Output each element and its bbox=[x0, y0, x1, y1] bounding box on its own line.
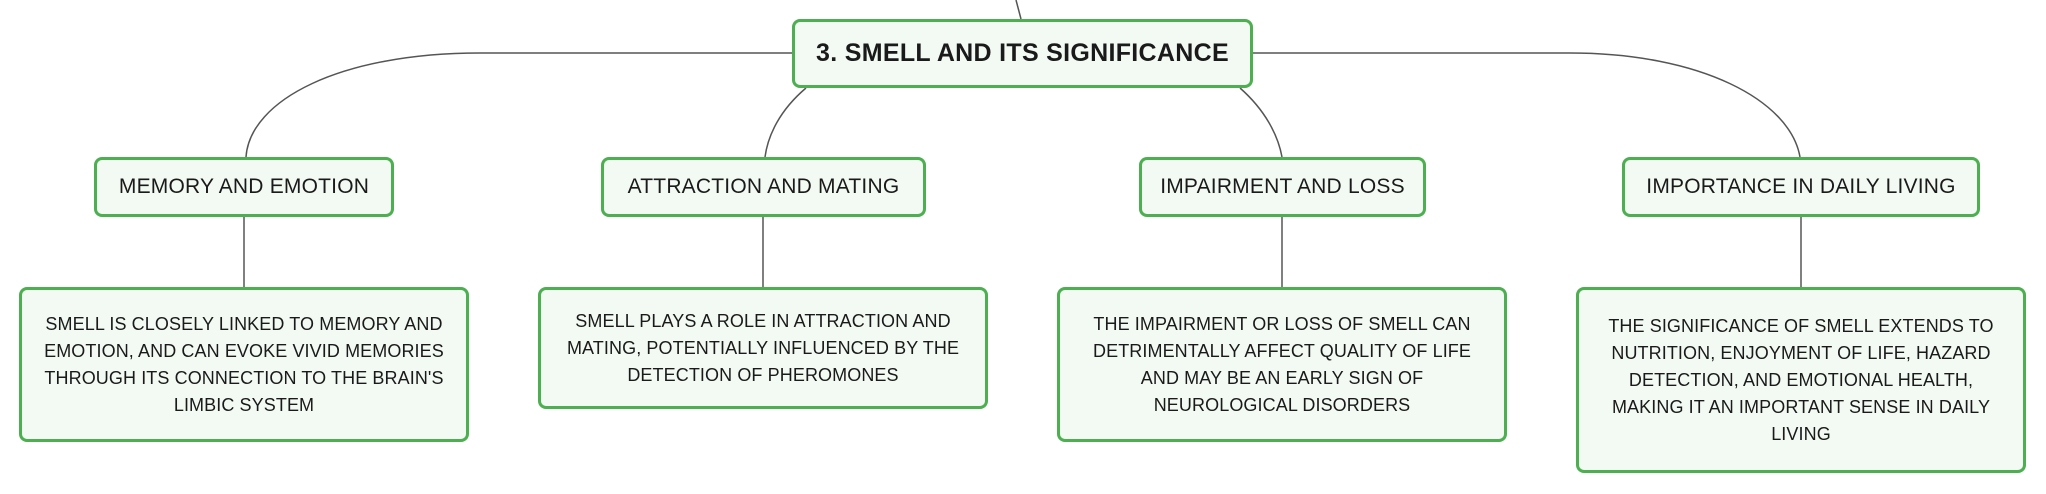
branch-node-label: MEMORY AND EMOTION bbox=[118, 175, 370, 198]
connector-root-to-memory bbox=[245, 52, 792, 158]
detail-node-text: THE IMPAIRMENT OR LOSS OF SMELL CAN DETR… bbox=[1092, 313, 1471, 415]
branch-node-label: ATTRACTION AND MATING bbox=[627, 175, 900, 198]
branch-node-label: IMPAIRMENT AND LOSS bbox=[1160, 175, 1405, 198]
detail-node-attraction-mating[interactable]: SMELL PLAYS A ROLE IN ATTRACTION AND MAT… bbox=[538, 287, 988, 409]
detail-node-daily-living[interactable]: THE SIGNIFICANCE OF SMELL EXTENDS TO NUT… bbox=[1576, 287, 2026, 473]
detail-node-memory-emotion[interactable]: SMELL IS CLOSELY LINKED TO MEMORY AND EM… bbox=[19, 287, 469, 442]
branch-node-daily-living[interactable]: IMPORTANCE IN DAILY LIVING bbox=[1622, 157, 1980, 217]
connector-root-to-attraction bbox=[764, 87, 807, 158]
detail-node-text: SMELL PLAYS A ROLE IN ATTRACTION AND MAT… bbox=[566, 310, 960, 385]
detail-node-text: THE SIGNIFICANCE OF SMELL EXTENDS TO NUT… bbox=[1608, 315, 1994, 444]
connector-root-to-impairment bbox=[1239, 87, 1283, 158]
parent-connector bbox=[1015, 0, 1022, 20]
branch-node-attraction-mating[interactable]: ATTRACTION AND MATING bbox=[601, 157, 926, 217]
branch-node-impairment-loss[interactable]: IMPAIRMENT AND LOSS bbox=[1139, 157, 1426, 217]
branch-node-memory-emotion[interactable]: MEMORY AND EMOTION bbox=[94, 157, 394, 217]
root-node[interactable]: 3. SMELL AND ITS SIGNIFICANCE bbox=[792, 19, 1253, 88]
branch-node-label: IMPORTANCE IN DAILY LIVING bbox=[1646, 175, 1956, 198]
connector-root-to-daily bbox=[1253, 52, 1801, 158]
root-node-label: 3. SMELL AND ITS SIGNIFICANCE bbox=[816, 39, 1229, 67]
detail-node-text: SMELL IS CLOSELY LINKED TO MEMORY AND EM… bbox=[44, 313, 444, 415]
detail-node-impairment-loss[interactable]: THE IMPAIRMENT OR LOSS OF SMELL CAN DETR… bbox=[1057, 287, 1507, 442]
